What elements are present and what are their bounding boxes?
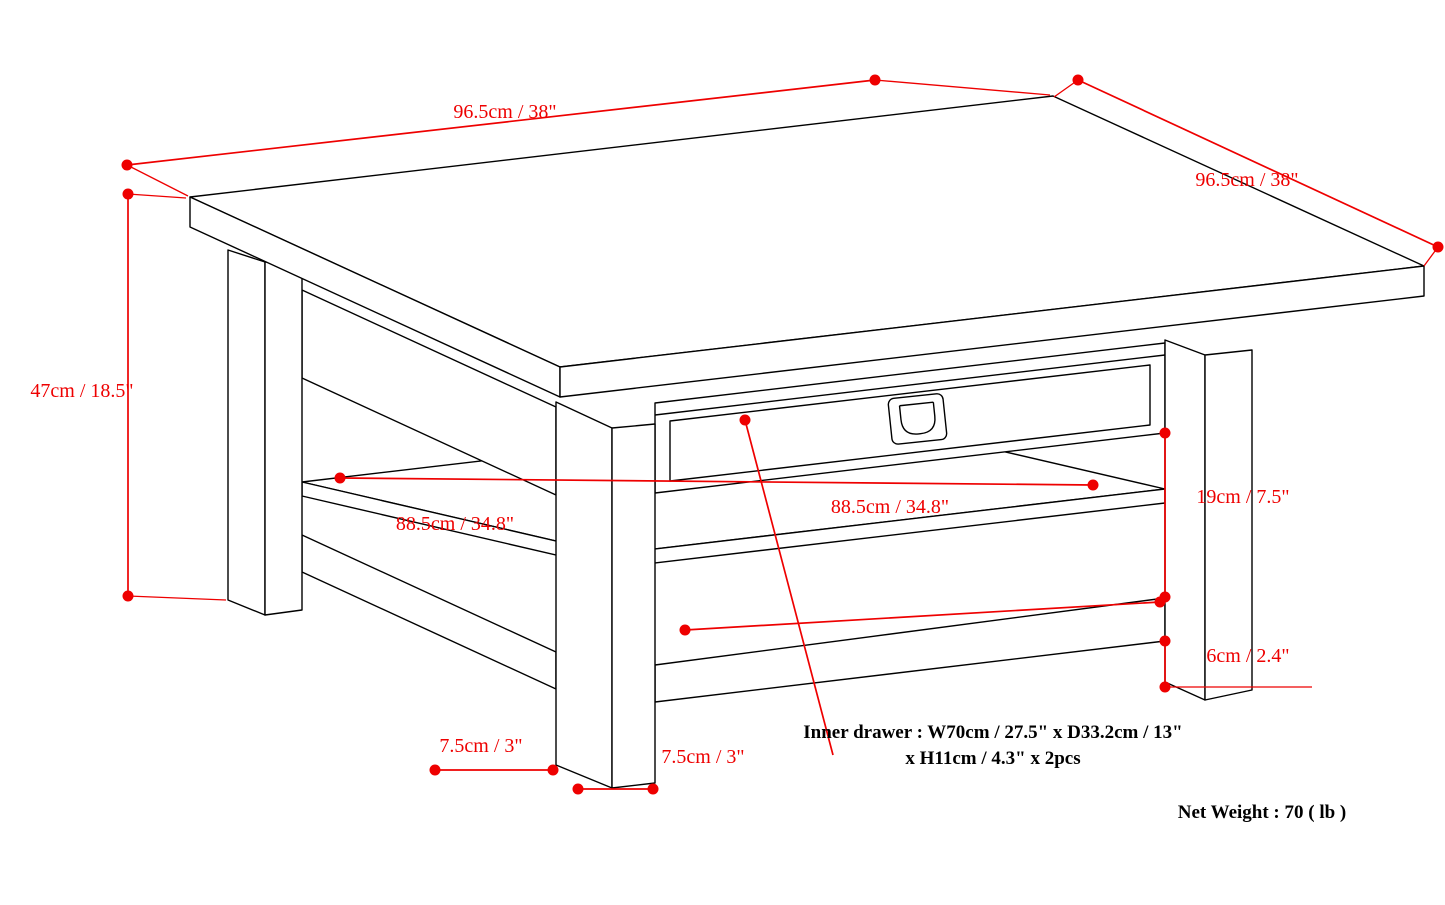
dimension-endpoint-dot	[1087, 479, 1099, 491]
drawer-handle-plate	[887, 393, 948, 445]
dim-top-left-width: 96.5cm / 38"	[121, 74, 1051, 197]
dim-line	[339, 477, 1094, 486]
dim-label-leg-right: 7.5cm / 3"	[661, 746, 744, 768]
dimension-endpoint-dot	[869, 74, 881, 86]
leg-right-outer-face	[1204, 349, 1253, 701]
dim-height: 47cm / 18.5"	[30, 188, 227, 602]
drawer-handle-cup	[898, 402, 936, 435]
leg-right-inner-face	[1164, 339, 1206, 701]
dimension-endpoint-dot	[334, 472, 346, 484]
dimension-endpoint-dot	[679, 624, 691, 636]
leader-line	[744, 419, 834, 756]
leader-dot	[739, 414, 751, 426]
leg-left-outer-face	[227, 249, 266, 616]
dimension-endpoint-dot	[1159, 635, 1171, 647]
dim-leg-width-right: 7.5cm / 3"	[572, 746, 745, 795]
dim-leg-width-left: 7.5cm / 3"	[429, 735, 559, 776]
dim-extension	[874, 79, 1051, 96]
coffee-table-drawing	[189, 95, 1425, 789]
drawer-handle-cup-top	[899, 401, 934, 407]
dim-label-height: 47cm / 18.5"	[30, 380, 133, 402]
dimension-endpoint-dot	[572, 783, 584, 795]
dimension-endpoint-dot	[1072, 74, 1084, 86]
dimension-endpoint-dot	[429, 764, 441, 776]
tabletop	[189, 95, 1425, 398]
tabletop-edge-right	[559, 265, 1425, 398]
leg-left-inner-face	[264, 261, 303, 616]
inner-drawer-note-line1: Inner drawer : W70cm / 27.5" x D33.2cm /…	[803, 722, 1182, 743]
dimension-annotations: 96.5cm / 38" 96.5cm / 38" 47cm / 18.5" 8…	[30, 74, 1444, 795]
dimension-endpoint-dot	[1159, 591, 1171, 603]
dim-extension	[127, 595, 227, 601]
leg-front	[555, 401, 656, 789]
dim-label-top-left: 96.5cm / 38"	[453, 101, 556, 123]
leg-left	[227, 249, 303, 616]
dimension-endpoint-dot	[122, 590, 134, 602]
dim-shelf-depth	[679, 596, 1166, 636]
dim-top-right-depth: 96.5cm / 38"	[1053, 74, 1444, 267]
dim-line	[126, 79, 876, 166]
inner-drawer-leader	[739, 414, 834, 756]
dimension-endpoint-dot	[1432, 241, 1444, 253]
dim-label-rail-clearance: 6cm / 2.4"	[1206, 645, 1289, 667]
leg-front-inner-face	[611, 423, 656, 789]
stretcher-rail-right	[654, 597, 1166, 703]
stretcher-rail-left	[301, 534, 557, 690]
dimension-endpoint-dot	[121, 159, 133, 171]
notes: Inner drawer : W70cm / 27.5" x D33.2cm /…	[803, 722, 1346, 823]
dim-extension	[127, 193, 187, 199]
drawer-handle	[887, 393, 948, 445]
dim-label-top-right: 96.5cm / 38"	[1195, 169, 1298, 191]
apron-top-rail-line	[654, 354, 1166, 416]
dim-shelf-width: 88.5cm / 34.8" 88.5cm / 34.8"	[334, 472, 1099, 535]
dimension-endpoint-dot	[1159, 681, 1171, 693]
dim-label-apron-to-rail: 19cm / 7.5"	[1196, 486, 1289, 508]
leg-front-outer-face	[555, 401, 613, 789]
dim-label-leg-left: 7.5cm / 3"	[439, 735, 522, 757]
dimension-endpoint-dot	[547, 764, 559, 776]
dim-rail-clearance: 6cm / 2.4"	[1159, 635, 1312, 693]
dimension-endpoint-dot	[122, 188, 134, 200]
inner-drawer-note-line2: x H11cm / 4.3" x 2pcs	[905, 748, 1080, 769]
dim-label-shelf-left: 88.5cm / 34.8"	[396, 513, 514, 535]
dim-extension	[126, 164, 189, 197]
dim-line	[1077, 79, 1439, 248]
dimension-endpoint-dot	[1159, 427, 1171, 439]
dim-label-shelf-right: 88.5cm / 34.8"	[831, 496, 949, 518]
net-weight-note: Net Weight : 70 ( lb )	[1178, 802, 1347, 823]
dim-apron-to-rail: 19cm / 7.5"	[1159, 427, 1290, 603]
dimension-endpoint-dot	[647, 783, 659, 795]
dim-line	[684, 601, 1161, 631]
